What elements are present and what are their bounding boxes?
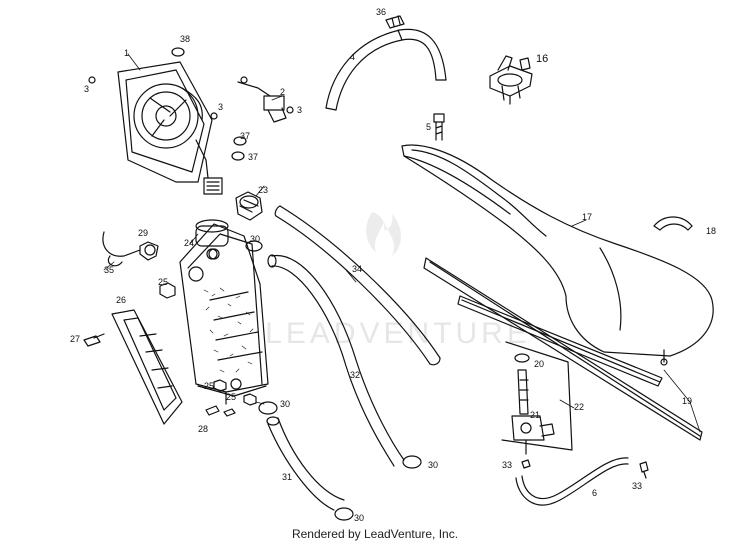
hose-long: [267, 254, 405, 467]
callout-30: 30: [428, 460, 438, 470]
callout-2: 2: [280, 87, 285, 97]
callout-31: 31: [282, 472, 292, 482]
fuel-line: [515, 457, 629, 506]
sensor-part: [237, 76, 287, 123]
callout-25: 25: [226, 392, 236, 402]
hose-short: [266, 416, 345, 511]
screw-small: [88, 76, 294, 120]
bolt-5: [433, 113, 445, 141]
callout-17: 17: [582, 212, 592, 222]
callout-18: 18: [706, 226, 716, 236]
callout-33: 33: [502, 460, 512, 470]
radiator-shroud: [111, 309, 183, 425]
screws-27-28: [83, 333, 236, 417]
callout-28: 28: [198, 424, 208, 434]
overflow-hose: [325, 28, 447, 111]
nuts-25: [159, 282, 257, 406]
callout-33: 33: [632, 481, 642, 491]
trim-strips: [423, 257, 703, 441]
callout-22: 22: [574, 402, 584, 412]
watermark: LEADVENTURE: [265, 212, 531, 350]
radiator-cap: [102, 231, 159, 267]
fuel-tank: [401, 144, 714, 366]
leader-lines: [103, 53, 701, 433]
callout-32: 32: [350, 370, 360, 380]
callout-35: 35: [104, 265, 114, 275]
callout-25: 25: [204, 381, 214, 391]
callout-37: 37: [240, 131, 250, 141]
radiator-core-texture: [203, 287, 254, 373]
callout-labels: 1 2 3 3 3 4 5 6 16 17 18 19 20 21 22 23 …: [70, 7, 716, 523]
callout-34: 34: [352, 264, 362, 274]
callout-30: 30: [354, 513, 364, 523]
screws-33: [521, 459, 649, 479]
callout-5: 5: [426, 122, 431, 132]
fuel-valve-assembly: [501, 341, 573, 455]
filler-nut: [235, 191, 263, 221]
rendered-by-footer: Rendered by LeadVenture, Inc.: [291, 527, 459, 541]
hose-clamps-30: [245, 240, 422, 521]
handle-18: [653, 216, 693, 231]
radiator: [179, 219, 269, 405]
watermark-text: LEADVENTURE: [265, 317, 531, 350]
callout-3: 3: [297, 105, 302, 115]
callout-36: 36: [376, 7, 386, 17]
callout-27: 27: [70, 334, 80, 344]
callout-37: 37: [248, 152, 258, 162]
callout-23: 23: [258, 185, 268, 195]
callout-16: 16: [536, 53, 548, 65]
callout-4: 4: [350, 52, 355, 62]
callout-38: 38: [180, 34, 190, 44]
callout-20: 20: [534, 359, 544, 369]
callout-19: 19: [682, 396, 692, 406]
callout-6: 6: [592, 488, 597, 498]
callout-24: 24: [184, 238, 194, 248]
callout-30: 30: [280, 399, 290, 409]
callout-26: 26: [116, 295, 126, 305]
callout-25: 25: [158, 277, 168, 287]
callout-30: 30: [250, 234, 260, 244]
hose-medium: [274, 205, 441, 366]
hose-clips-37-38: [171, 47, 247, 161]
callout-1: 1: [124, 48, 129, 58]
fan-assembly: [117, 61, 223, 195]
callout-21: 21: [530, 410, 540, 420]
callout-3: 3: [84, 84, 89, 94]
fuel-cap-assembly: [489, 55, 533, 105]
connector-36: [385, 15, 405, 29]
callout-29: 29: [138, 228, 148, 238]
callout-3: 3: [218, 102, 223, 112]
